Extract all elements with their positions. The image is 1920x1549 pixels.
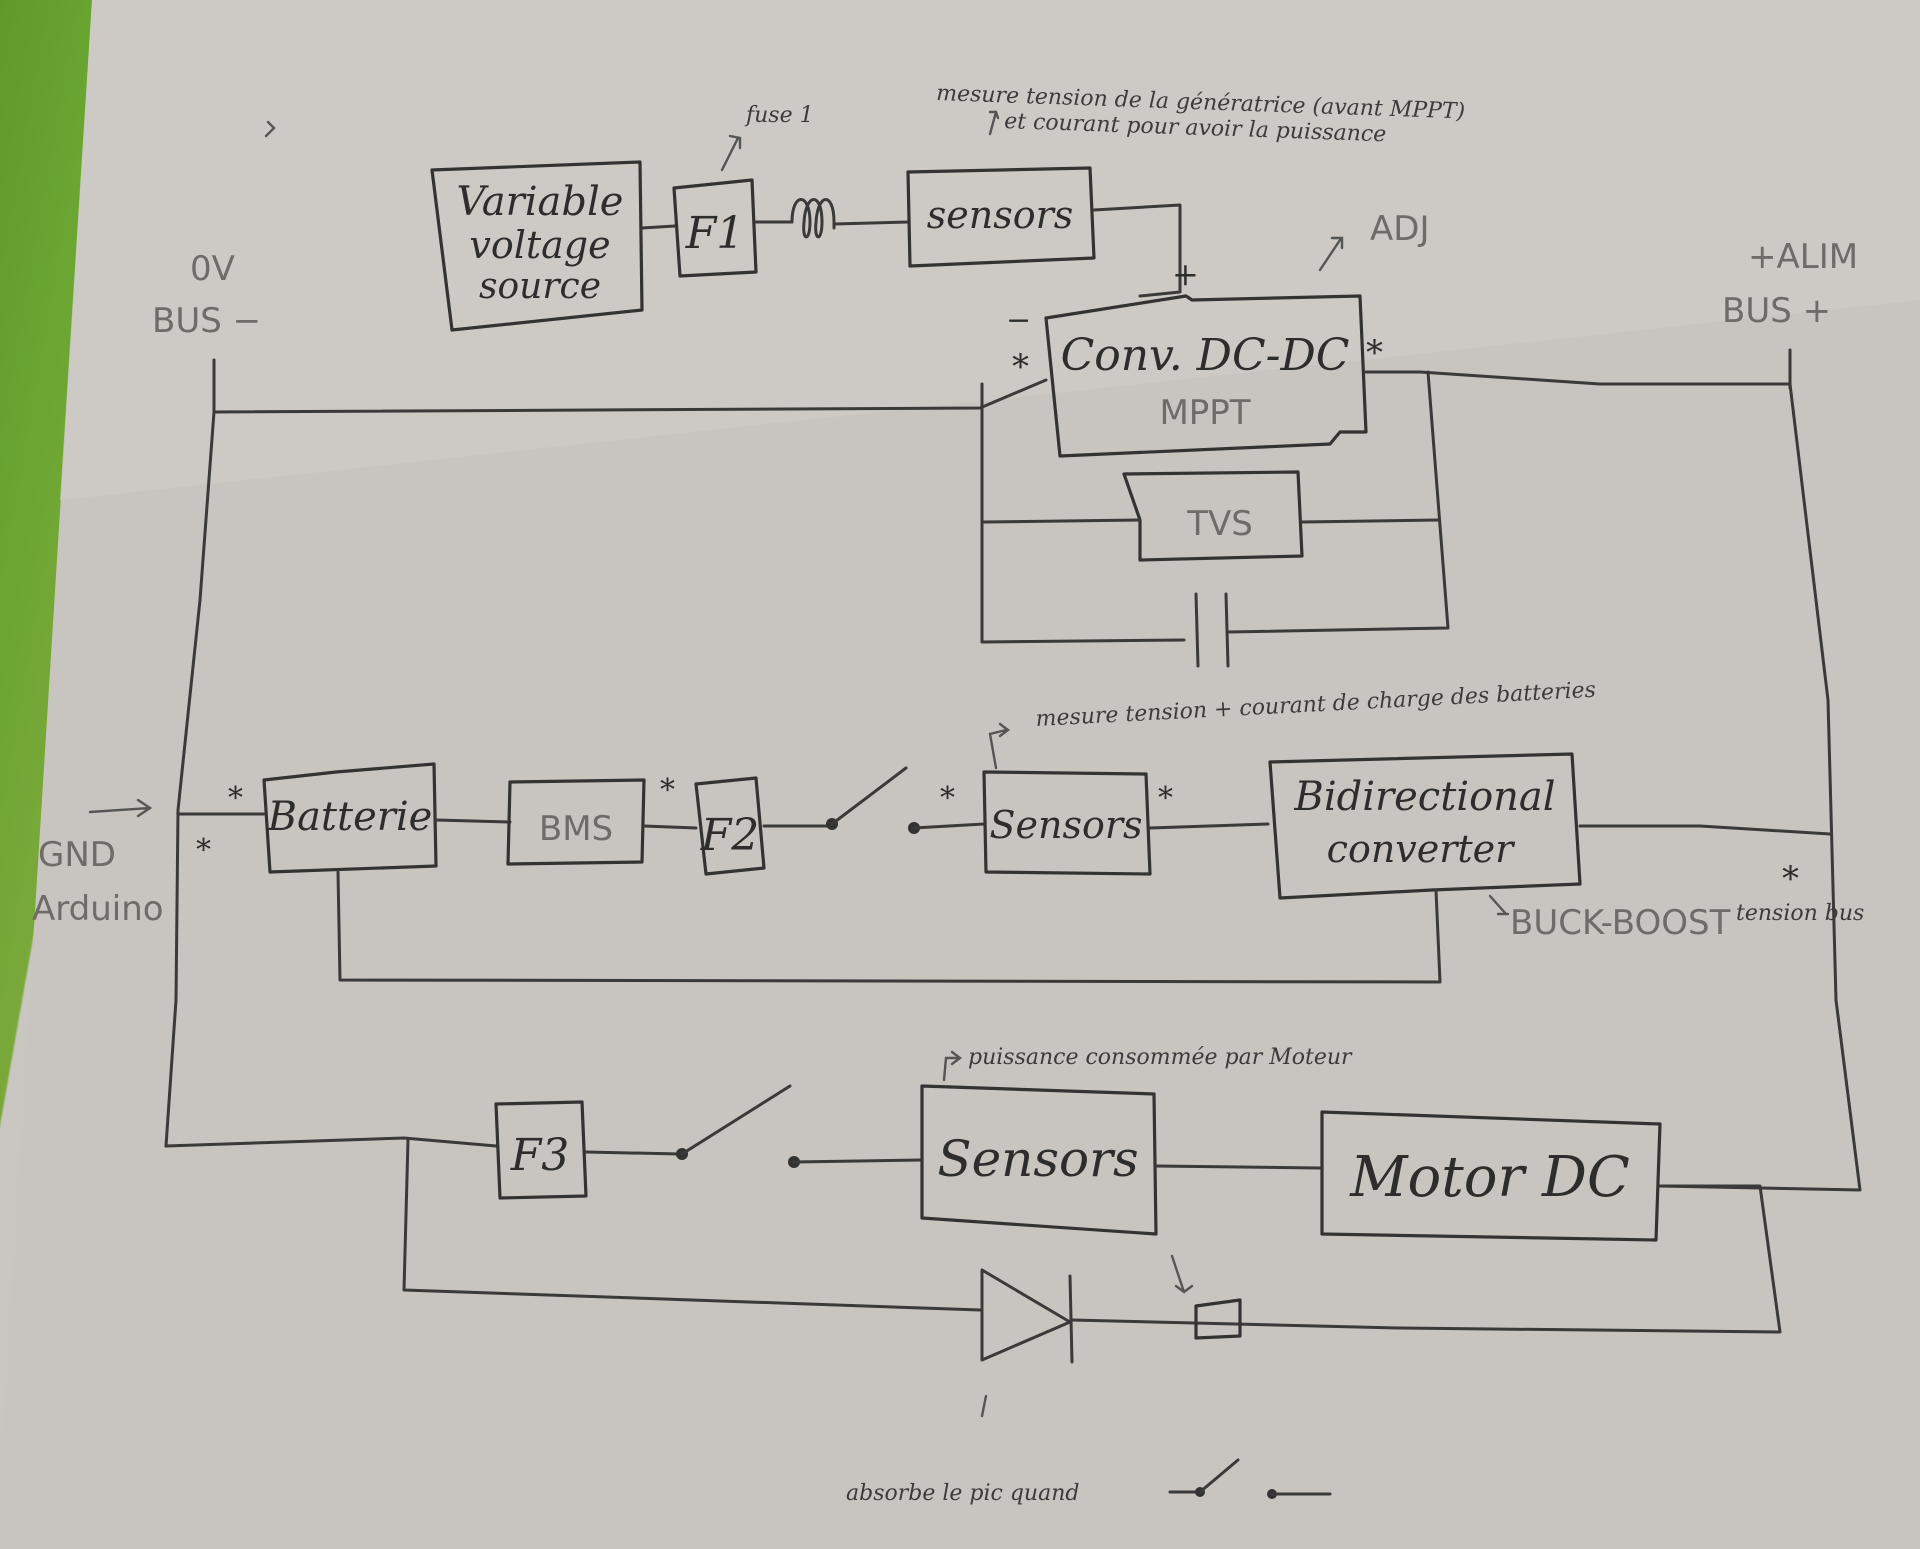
neg-rail-label-1: 0V (190, 249, 235, 289)
bms-label: BMS (539, 809, 613, 849)
fuse-f3-label: F3 (510, 1130, 570, 1181)
battery-return-wire (336, 870, 1442, 984)
capacitor-plate-icon (1194, 592, 1200, 668)
arrow-icon (988, 722, 1010, 770)
sensors-1-label: sensors (927, 193, 1074, 237)
source-label-2: voltage (469, 223, 610, 267)
wire-to-mppt-plus (1092, 203, 1182, 298)
wire (164, 1136, 498, 1148)
stray-mark (264, 120, 276, 138)
motor-dc-block[interactable] (1320, 1110, 1662, 1242)
arrow-icon (942, 1050, 962, 1082)
wire (434, 818, 512, 824)
arrow-icon (1170, 1254, 1194, 1294)
wire (1300, 518, 1440, 524)
star-mark: * (196, 833, 211, 868)
sensors-3-block[interactable] (920, 1084, 1158, 1236)
wire (1148, 822, 1270, 830)
wire (640, 224, 677, 230)
fuse-f3-block[interactable] (494, 1100, 588, 1200)
resistor-icon (1194, 1298, 1242, 1340)
arrow-icon (1318, 236, 1344, 272)
wire (832, 220, 910, 226)
protection-right-wire (1226, 370, 1450, 634)
batterie-block[interactable] (262, 762, 438, 874)
tension-bus-note: tension bus (1736, 901, 1864, 926)
star-mark: * (1158, 781, 1173, 816)
motor-sensor-note: puissance consommée par Moteur (968, 1045, 1353, 1070)
bms-block[interactable] (506, 778, 646, 866)
mppt-label-2: MPPT (1159, 393, 1250, 433)
adj-note: ADJ (1370, 209, 1429, 249)
bidir-label-2: converter (1327, 827, 1517, 871)
arrow-icon (980, 1394, 988, 1418)
plus-mark: + (1172, 255, 1199, 293)
pos-rail (1658, 382, 1862, 1192)
fuse-note: fuse 1 (744, 103, 814, 128)
star-mark: * (660, 773, 675, 808)
pos-rail-label-1: +ALIM (1748, 237, 1858, 277)
wire (792, 1158, 924, 1164)
batterie-label: Batterie (267, 794, 433, 840)
sensors-1-block[interactable] (906, 166, 1096, 268)
sensors-2-label: Sensors (989, 803, 1142, 847)
variable-voltage-source-block[interactable] (430, 160, 644, 332)
neg-rail (164, 358, 216, 1148)
star-mark: * (1366, 333, 1383, 373)
switch-lever-icon (1198, 1458, 1240, 1494)
fuse-f2-label: F2 (700, 810, 760, 861)
wire (912, 822, 986, 830)
arrow-icon (88, 798, 153, 818)
inductor-icon (790, 198, 836, 239)
tvs-block[interactable] (1122, 470, 1304, 562)
bidirectional-converter-block[interactable] (1268, 752, 1582, 900)
arrow-icon (988, 110, 1000, 136)
wire-to-pos-rail (1578, 824, 1832, 836)
fuse-f2-block[interactable] (694, 776, 766, 876)
gnd-label-2: Arduino (32, 889, 164, 929)
source-chain: Variable voltage source F1 sensors + (430, 160, 1199, 332)
tvs-label: TVS (1186, 504, 1253, 544)
diode-icon (980, 1268, 1072, 1362)
sensors-3-label: Sensors (937, 1130, 1138, 1188)
neg-rail-label-2: BUS − (152, 301, 261, 341)
star-mark: * (228, 781, 243, 816)
buck-boost-note: BUCK-BOOST (1510, 903, 1731, 943)
diode-note: absorbe le pic quand (846, 1481, 1079, 1506)
neg-bus-wire (212, 378, 1048, 414)
arrow-icon (720, 134, 742, 172)
star-mark: * (1782, 859, 1799, 899)
source-label-3: source (479, 266, 601, 307)
pos-rail-label-2: BUS + (1722, 291, 1831, 331)
fuse-f1-block[interactable] (672, 178, 758, 278)
star-mark: * (940, 781, 955, 816)
wire (1070, 1318, 1402, 1330)
gnd-label-1: GND (38, 835, 116, 875)
motor-return-wire (1398, 1184, 1782, 1334)
fuse-f1-label: F1 (685, 208, 745, 259)
motor-section: F3 Sensors Motor DC puissance consommée … (164, 1045, 1782, 1506)
switch-lever-icon[interactable] (680, 1084, 792, 1156)
wire (642, 824, 698, 830)
arrow-icon (1488, 894, 1510, 916)
minus-mark: − (1006, 303, 1031, 338)
paper-shading (60, 0, 1920, 500)
mppt-section: Conv. DC-DC MPPT − * * TVS (212, 294, 1792, 668)
wire (982, 518, 1142, 524)
motor-dc-label: Motor DC (1349, 1145, 1630, 1210)
pos-bus-wire (1364, 370, 1792, 386)
sensors-2-block[interactable] (982, 770, 1152, 876)
protection-left-wire (980, 382, 1186, 644)
star-mark: * (1012, 347, 1029, 387)
switch-lever-icon[interactable] (830, 766, 908, 826)
mppt-label-1: Conv. DC-DC (1061, 330, 1350, 381)
mppt-converter-block[interactable] (1044, 294, 1368, 458)
wire (584, 1150, 682, 1156)
wire (1154, 1164, 1322, 1170)
diode-loop-wire (402, 1138, 982, 1312)
capacitor-plate-icon (1224, 592, 1230, 668)
source-label-1: Variable (457, 179, 624, 225)
bidir-label-1: Bidirectional (1293, 774, 1555, 820)
